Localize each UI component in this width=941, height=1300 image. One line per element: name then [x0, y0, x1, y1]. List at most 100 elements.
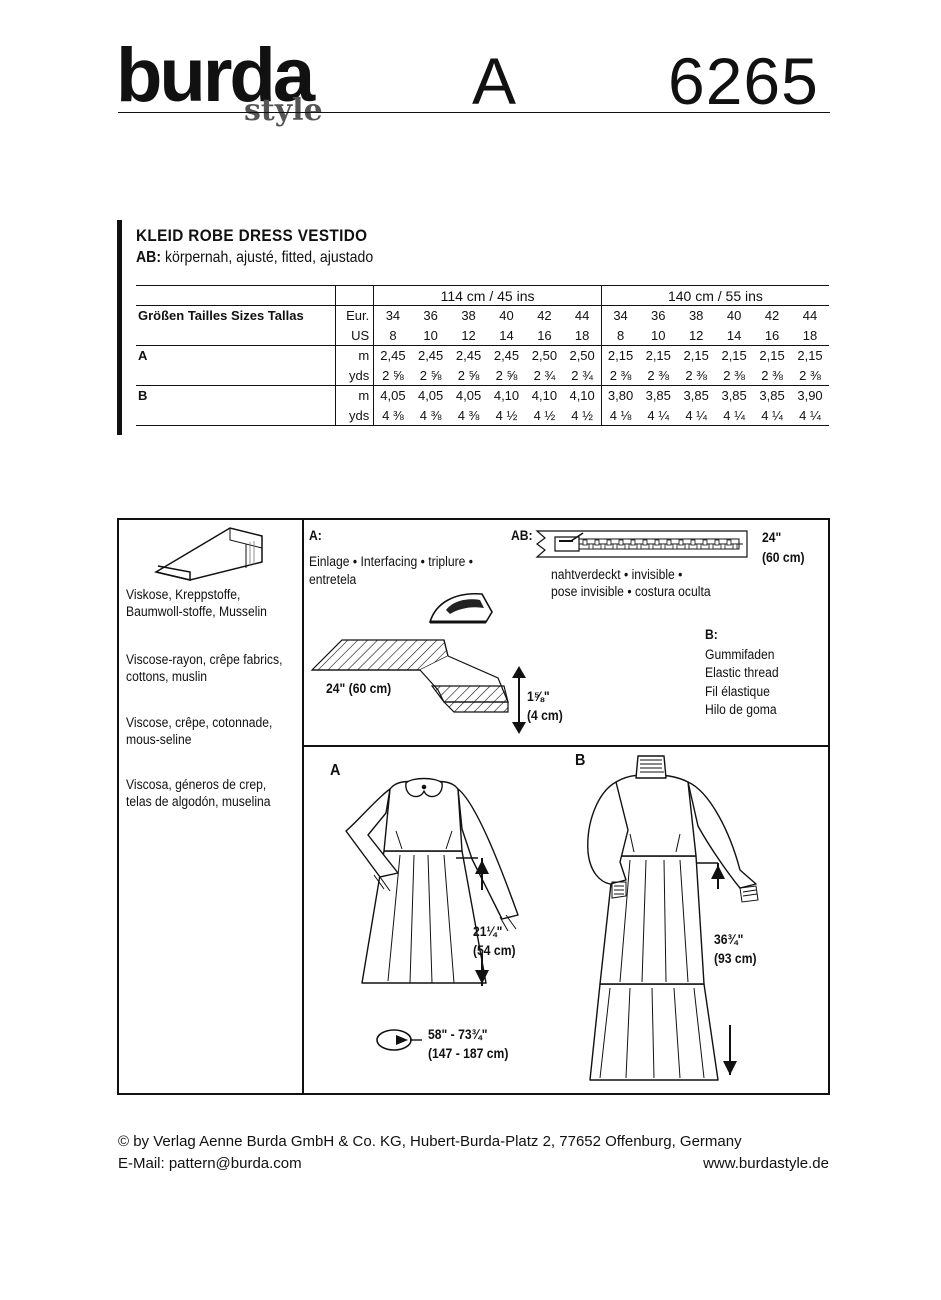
yardage-value: 4,05 [380, 388, 406, 404]
yardage-value: 4 ⅜ [411, 405, 450, 426]
yardage-value: 2 ⅝ [373, 365, 412, 386]
yardage-value: 2 ⅜ [600, 365, 640, 386]
fit-description: AB: körpernah, ajusté, fitted, ajustado [136, 249, 373, 267]
yardage-value: 2 ⅜ [715, 365, 754, 386]
eur-size: 38 [461, 308, 476, 324]
zipper-length-in: 24" [762, 530, 782, 545]
eur-size: 36 [423, 308, 438, 324]
interfacing-strip-icon [310, 639, 526, 734]
yardage-value: 4 ¼ [677, 405, 716, 426]
yardage-value: 2,45 [380, 348, 406, 364]
website-link[interactable]: www.burdastyle.de [703, 1155, 829, 1172]
zipper-tooth [648, 543, 654, 550]
yardage-value: 4,05 [455, 388, 482, 404]
zipper-tooth [672, 543, 678, 550]
yardage-value: 2,15 [759, 348, 785, 364]
zipper-line2: pose invisible • costura oculta [551, 584, 711, 599]
yardage-value: 2,50 [569, 348, 595, 364]
zipper-teeth [582, 539, 738, 550]
us-size: 16 [753, 325, 792, 346]
brand-logo: burda style [116, 38, 336, 133]
frame-divider-horizontal [302, 745, 830, 747]
pattern-number: 6265 [668, 44, 819, 118]
unit-label: m [335, 385, 375, 406]
zipper-tooth [612, 543, 618, 550]
yardage-value: 2,15 [683, 348, 709, 364]
header-divider [118, 112, 830, 113]
yardage-value: 2 ⅝ [449, 365, 488, 386]
zipper-tooth [702, 539, 708, 546]
zipper-tooth [714, 539, 720, 546]
zipper-tooth [690, 539, 696, 546]
fabric-type-fr: Viscose, crêpe, cotonnade, mous-seline [126, 715, 273, 747]
us-size: 8 [600, 325, 640, 346]
view-letter: A [472, 44, 517, 118]
iron-icon [428, 592, 493, 624]
fabric-type-de: Viskose, Kreppstoffe, Baumwoll-stoffe, M… [126, 587, 267, 619]
fabric-type-es: Viscosa, géneros de crep, telas de algod… [126, 777, 271, 809]
view-a-hem-in: 58" - 73¾" [428, 1027, 488, 1042]
eur-size: 34 [600, 305, 640, 326]
zipper-tooth [582, 539, 588, 546]
zipper-tooth [654, 539, 660, 546]
eur-size: 42 [537, 308, 552, 324]
yardage-value: 2,45 [455, 348, 482, 364]
us-size: 14 [487, 325, 526, 346]
yardage-value: 2,15 [600, 345, 640, 366]
zipper-tooth [642, 539, 648, 546]
garment-title: KLEID ROBE DRESS VESTIDO [136, 226, 368, 245]
eur-size: 42 [764, 308, 780, 324]
zipper-tooth [630, 539, 636, 546]
zipper-tooth [678, 539, 684, 546]
unit-label: yds [335, 405, 375, 426]
view-row-label: B [138, 388, 148, 404]
zipper-tooth [684, 543, 690, 550]
yardage-value: 2,15 [721, 348, 747, 364]
eur-size: 36 [651, 308, 666, 324]
zipper-tooth [600, 543, 606, 550]
zipper-tooth [588, 543, 594, 550]
us-size: 10 [639, 325, 678, 346]
section-marker [117, 220, 122, 435]
view-a-length-cm: (54 cm) [473, 943, 516, 958]
hem-circumference-icon [376, 1029, 422, 1051]
us-size: 14 [715, 325, 754, 346]
eur-label: Eur. [335, 305, 375, 326]
yardage-value: 4,10 [569, 388, 595, 404]
yardage-value: 2,45 [493, 348, 520, 364]
us-size: 10 [411, 325, 450, 346]
interfacing-width-cm: (4 cm) [527, 708, 563, 723]
yardage-value: 2 ⅝ [487, 365, 526, 386]
zipper-line1: nahtverdeckt • invisible • [551, 567, 683, 582]
width-114-header: 114 cm / 45 ins [373, 285, 602, 306]
us-size: 12 [677, 325, 716, 346]
unit-label: yds [335, 365, 375, 386]
elastic-en: Elastic thread [705, 665, 779, 680]
us-size: 8 [373, 325, 412, 346]
width-140-header: 140 cm / 55 ins [600, 285, 829, 306]
view-a-label: A [330, 762, 341, 779]
dress-b-drawing [587, 755, 759, 1081]
zipper-tooth [660, 543, 666, 550]
yardage-value: 3,85 [645, 388, 671, 404]
yardage-value: 4 ⅜ [449, 405, 488, 426]
elastic-de: Gummifaden [705, 647, 775, 662]
yardage-value: 4 ¼ [791, 405, 829, 426]
yardage-value: 4 ½ [525, 405, 564, 426]
eur-size: 34 [385, 308, 401, 324]
yardage-value: 4,10 [493, 388, 520, 404]
interfacing-line2: entretela [309, 572, 357, 587]
zipper-tooth [732, 543, 738, 550]
contact-email[interactable]: E-Mail: pattern@burda.com [118, 1155, 302, 1172]
unit-label: m [335, 345, 375, 366]
interfacing-label: A: [309, 528, 322, 543]
yardage-value: 3,85 [683, 388, 709, 404]
yardage-value: 2 ¾ [525, 365, 564, 386]
eur-size: 44 [802, 308, 818, 324]
sizes-label: Größen Tailles Sizes Tallas [138, 308, 304, 324]
brand-main: burda [116, 33, 315, 118]
yardage-value: 4 ⅛ [600, 405, 640, 426]
brand-sub: style [244, 93, 323, 128]
yardage-value: 2 ¾ [563, 365, 602, 386]
copyright-line: © by Verlag Aenne Burda GmbH & Co. KG, H… [118, 1133, 742, 1150]
